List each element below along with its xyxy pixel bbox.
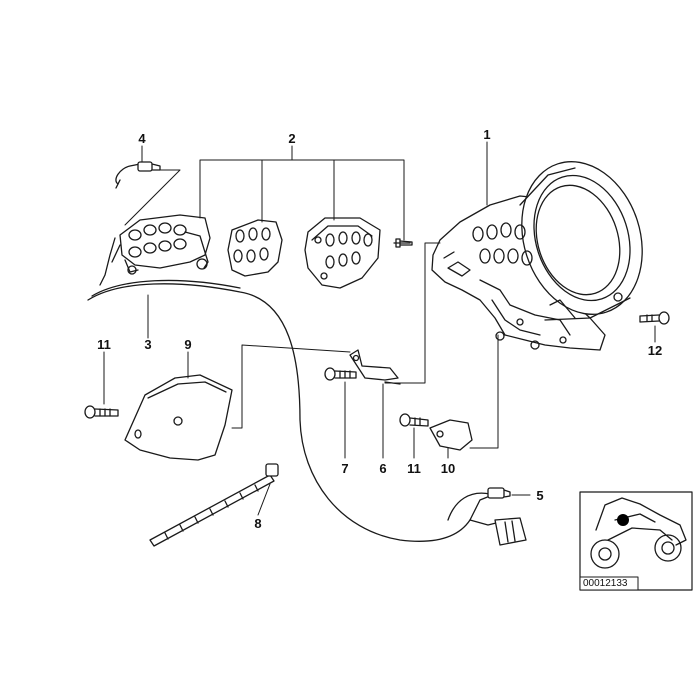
diffuser-plate-right: [304, 217, 381, 289]
callout-2: 2: [288, 131, 296, 146]
callout-11-left: 11: [97, 337, 111, 352]
wiring-harness: [87, 279, 527, 546]
callout-5: 5: [536, 488, 544, 503]
screw-part-7: [324, 367, 357, 381]
inset-image-number: 00012133: [583, 578, 628, 589]
callout-6: 6: [379, 461, 387, 476]
cable-tie-part-8: [149, 463, 279, 547]
plate-part-10: [429, 419, 473, 451]
instrument-housing: [431, 161, 643, 351]
callout-7: 7: [341, 461, 349, 476]
location-inset: [579, 491, 693, 591]
callout-1: 1: [483, 127, 491, 142]
diffuser-plate-left: [227, 219, 283, 277]
callout-12: 12: [647, 343, 663, 358]
screw-part-11-right: [399, 413, 429, 427]
screw-part-2: [393, 238, 413, 248]
screw-part-11-left: [84, 405, 119, 419]
callout-11-right: 11: [407, 461, 421, 476]
callout-10: 10: [440, 461, 456, 476]
callout-9: 9: [184, 337, 192, 352]
bulb-part-4: [115, 161, 161, 189]
callout-4: 4: [138, 131, 146, 146]
leader-lines: [103, 141, 656, 516]
cover-part-9: [124, 374, 233, 461]
callout-3: 3: [144, 337, 152, 352]
screw-part-12: [639, 311, 670, 325]
housing-lamp-holes: [472, 222, 533, 266]
bulb-holder-assembly: [99, 214, 211, 286]
callout-8: 8: [254, 516, 262, 531]
bracket-part-6: [349, 349, 401, 385]
